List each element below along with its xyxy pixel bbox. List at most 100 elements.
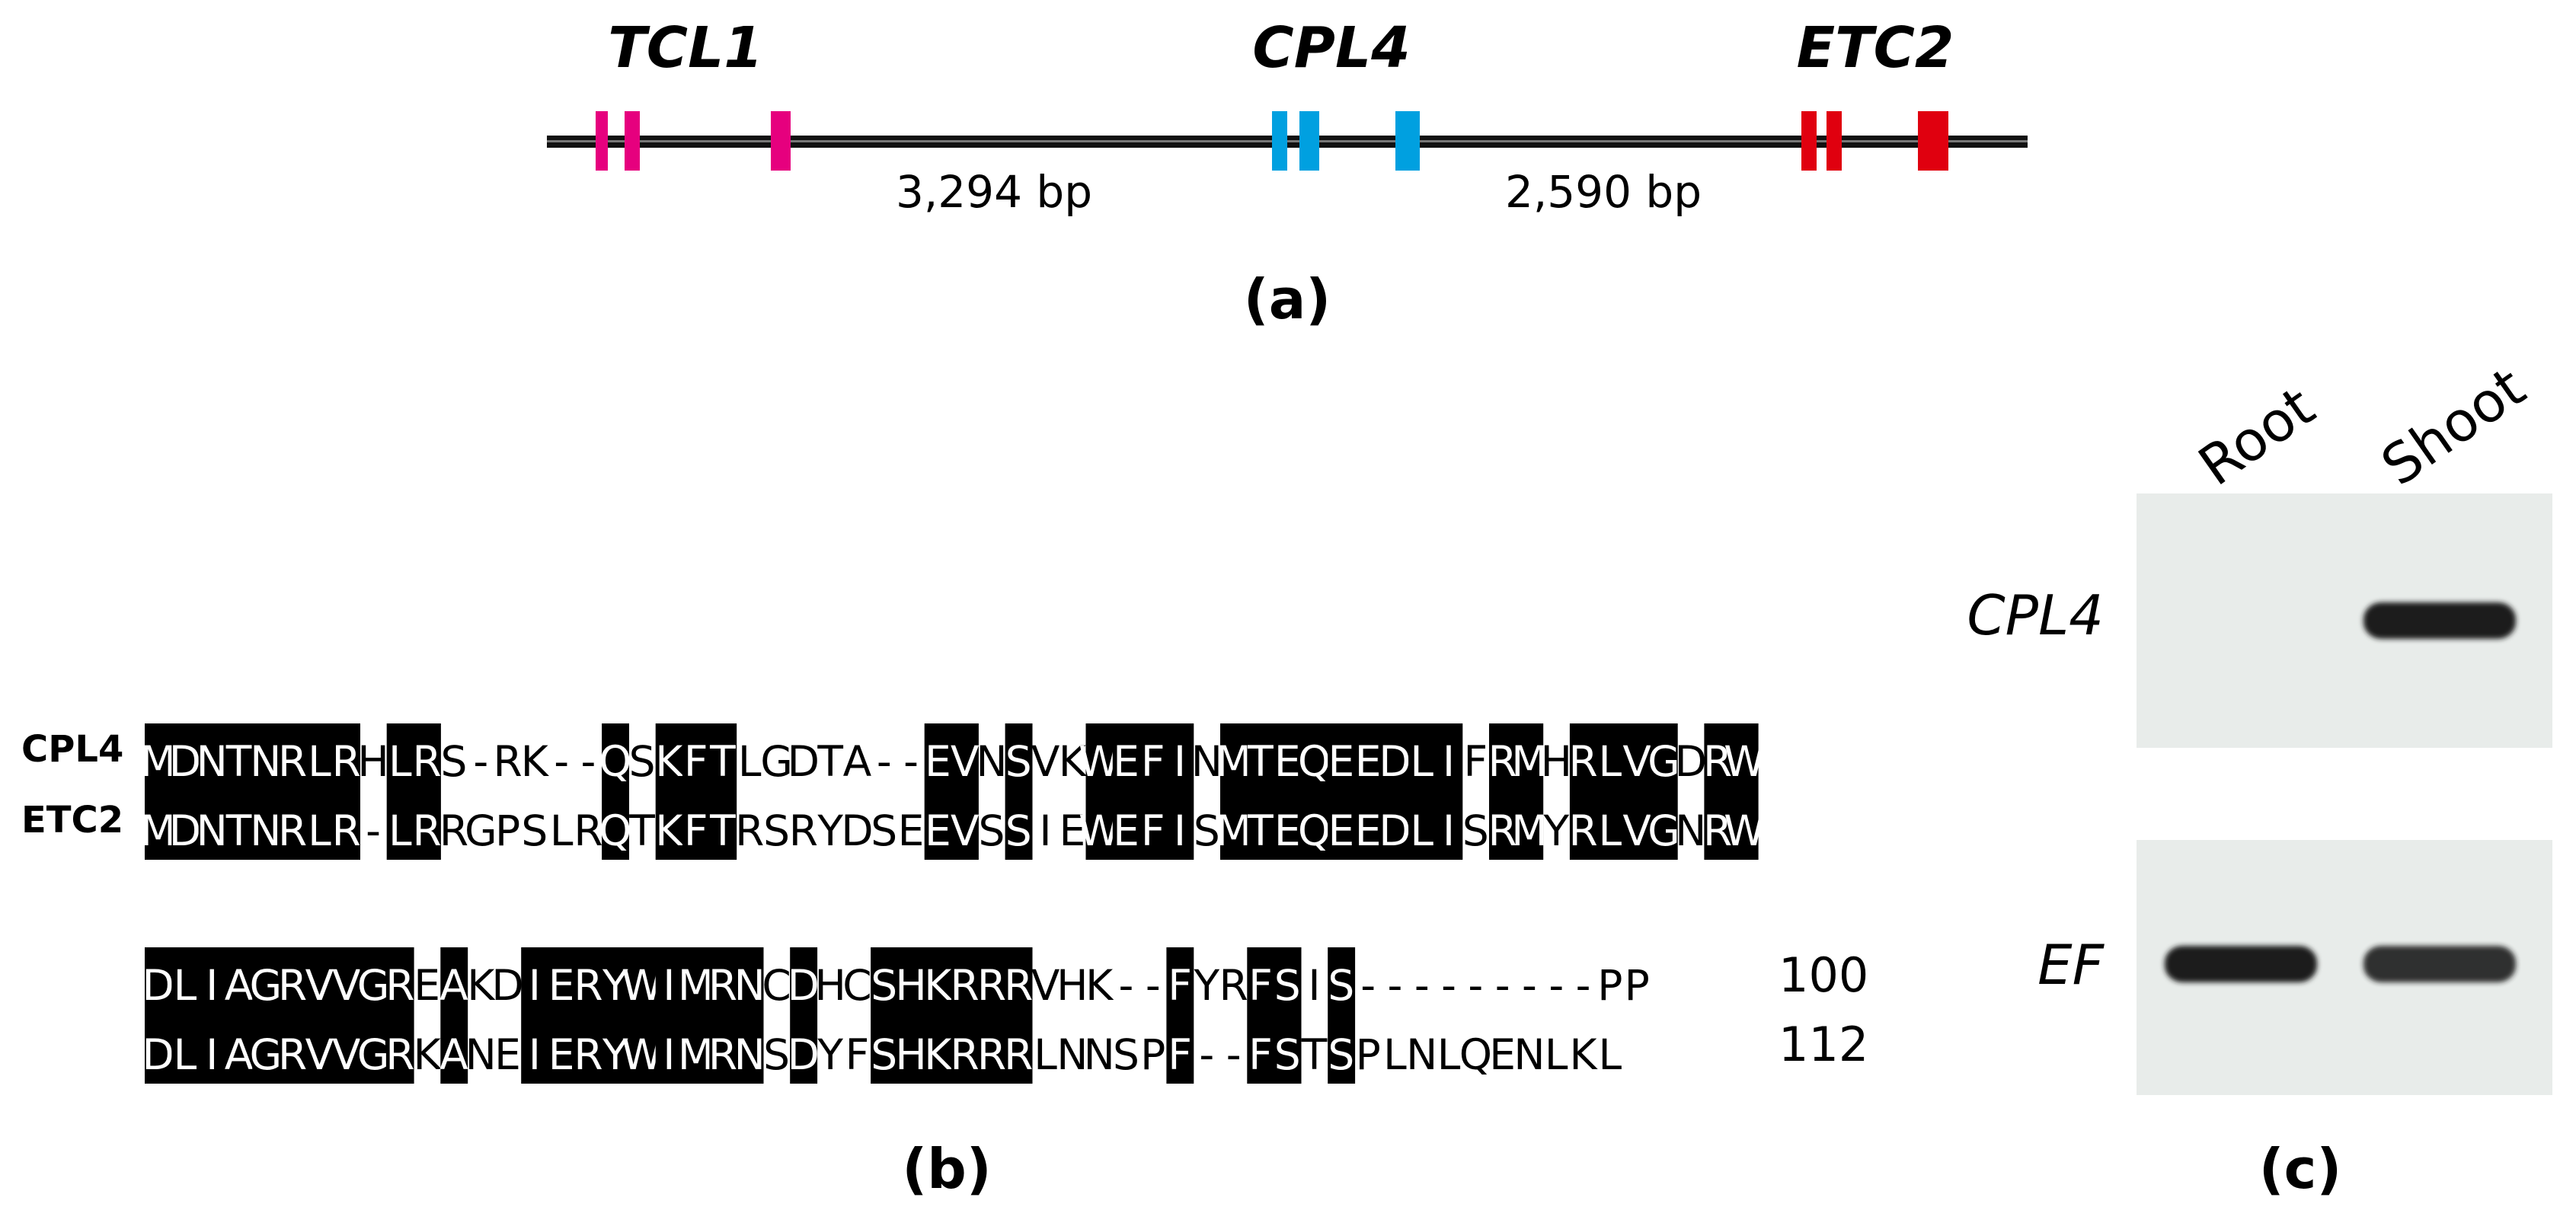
residue: Q (1459, 1030, 1492, 1079)
identity-shade (145, 947, 172, 1084)
residue: R (413, 737, 442, 786)
residue: V (951, 737, 980, 786)
identity-shade (252, 723, 280, 860)
residue: E (1328, 737, 1354, 786)
residue: W (1724, 806, 1765, 855)
identity-shade (655, 723, 683, 860)
residue: Q (599, 806, 631, 855)
residue: R (951, 1030, 980, 1079)
residue: P (1356, 1030, 1381, 1079)
residue: - (473, 737, 488, 786)
residue: A (439, 1030, 468, 1079)
gene-label-etc2: ETC2 (1797, 15, 1954, 81)
residue: C (762, 961, 791, 1010)
gel-row-label-cpl4: CPL4 (1967, 583, 2104, 647)
gene-map: TCL1 CPL4 ETC2 3,294 bp 2,590 bp (547, 15, 2028, 218)
gene-tcl1-exons (596, 111, 791, 171)
identity-shade (305, 947, 334, 1084)
residue: F (1168, 961, 1192, 1010)
intergenic-distance-1: 3,294 bp (896, 166, 1092, 218)
residue: L (388, 806, 412, 855)
residue: E (898, 806, 925, 855)
identity-shade (1569, 723, 1597, 860)
residue: D (788, 961, 820, 1010)
residue: - (1226, 1030, 1242, 1079)
identity-shade (736, 947, 764, 1084)
identity-shade (279, 723, 307, 860)
residue: R (1703, 737, 1732, 786)
residue: I (529, 961, 541, 1010)
residue: A (225, 1030, 254, 1079)
residue: S (1462, 806, 1489, 855)
exon (596, 111, 608, 171)
residue: - (1441, 961, 1456, 1010)
residue: E (494, 1030, 521, 1079)
residue: S (1274, 1030, 1301, 1079)
residue: E (1355, 737, 1382, 786)
residue: T (225, 737, 252, 786)
residue: Q (1298, 737, 1331, 786)
identity-shade (1328, 947, 1356, 1084)
identity-shade (1704, 723, 1732, 860)
residue: N (197, 737, 228, 786)
residue: S (521, 806, 548, 855)
residue: S (629, 737, 656, 786)
identity-shade (145, 723, 172, 860)
residue: I (1308, 961, 1320, 1010)
residue: R (493, 737, 522, 786)
residue: - (366, 806, 381, 855)
identity-shade (951, 723, 979, 860)
residue: G (250, 1030, 283, 1079)
residue: R (1568, 806, 1597, 855)
residue: F (1141, 737, 1165, 786)
residue: T (709, 806, 736, 855)
gene-label-tcl1: TCL1 (608, 15, 762, 81)
residue: M (1216, 737, 1251, 786)
identity-shade (414, 723, 441, 860)
exon (1299, 111, 1319, 171)
residue: S (1005, 737, 1032, 786)
residue: T (628, 806, 655, 855)
residue: - (554, 737, 569, 786)
identity-shade (198, 723, 226, 860)
residue: L (1599, 806, 1622, 855)
residue: R (977, 1030, 1006, 1079)
residue: R (332, 737, 361, 786)
residue: H (814, 961, 845, 1010)
residue: E (1489, 1030, 1516, 1079)
identity-shade (171, 723, 200, 860)
residue: K (924, 1030, 953, 1079)
residue: E (1113, 737, 1139, 786)
identity-shade (1381, 723, 1409, 860)
residue: D (1379, 737, 1411, 786)
residue: - (1360, 961, 1376, 1010)
residue: R (332, 806, 361, 855)
residue: K (467, 961, 496, 1010)
identity-shade (1139, 723, 1167, 860)
residue: D (169, 806, 201, 855)
lane-label-shoot: Shoot (2370, 355, 2536, 498)
residue: Y (602, 1030, 628, 1079)
residue: G (357, 961, 390, 1010)
residue: R (1568, 737, 1597, 786)
residue: S (1328, 1030, 1354, 1079)
gene-etc2-exons (1801, 111, 1948, 171)
residue: P (1140, 1030, 1165, 1079)
residue: Y (602, 961, 628, 1010)
residue: V (1622, 806, 1651, 855)
residue: W (1724, 737, 1765, 786)
residue: D (841, 806, 873, 855)
residue: - (1548, 961, 1564, 1010)
residue: R (1488, 737, 1517, 786)
residue: F (1141, 806, 1165, 855)
residue: N (734, 1030, 765, 1079)
residue: V (305, 961, 334, 1010)
residue: H (1541, 737, 1572, 786)
residue: K (1570, 1030, 1599, 1079)
residue: G (465, 806, 497, 855)
identity-shade (709, 723, 737, 860)
identity-shade (897, 947, 925, 1084)
residue: Y (1194, 961, 1220, 1010)
gel-band (2363, 602, 2516, 639)
identity-shade (305, 723, 334, 860)
